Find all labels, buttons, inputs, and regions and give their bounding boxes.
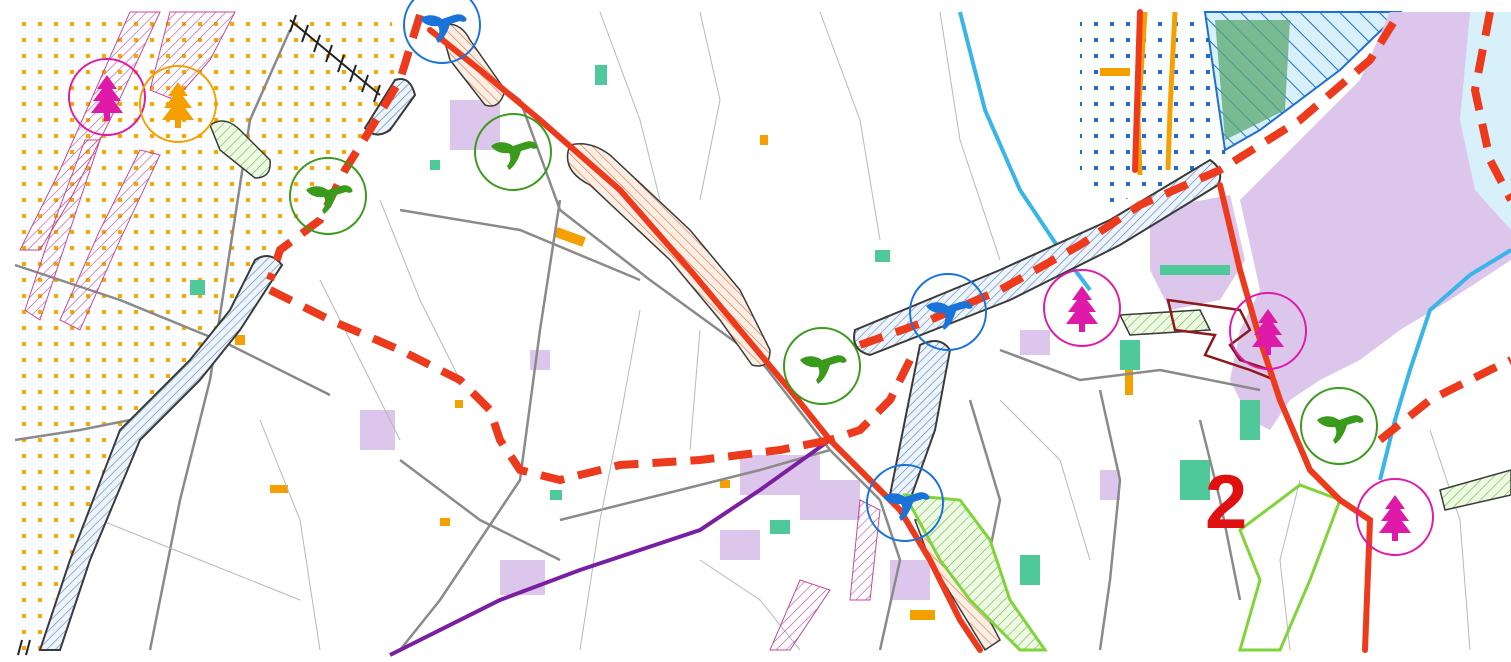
red-solid-corridors [427,9,1374,653]
orange-line-north-2 [1165,11,1178,171]
magenta-tree-icon [1229,292,1307,370]
teal-patches [190,65,1260,585]
road-network [14,29,1261,651]
green-core-zone [1215,20,1290,140]
purple-route [389,438,832,657]
orange-small-marks [235,68,1133,620]
zone-label: 2 [1205,460,1247,545]
green-goose-icon [783,327,861,405]
blue-goose-icon [909,273,987,351]
green-hatched-patches [209,120,1511,511]
green-outlined-site-east [1238,483,1342,652]
orange-dotted-zone [15,12,398,650]
orange-tree-icon [139,65,217,143]
magenta-tree-icon [1043,269,1121,347]
lavender-builtup-east [1230,12,1511,430]
railway-ticks [17,14,381,656]
field-boundaries [99,11,1471,651]
green-goose-icon [474,113,552,191]
green-outlined-site [902,493,1048,652]
map-symbols [68,0,1434,556]
blue-goose-icon [403,0,481,64]
magenta-tree-icon [68,58,146,136]
green-goose-icon [1300,387,1378,465]
blue-dotted-zone [1080,12,1230,210]
magenta-tree-icon [1356,478,1434,556]
blue-goose-icon [866,464,944,542]
lavender-builtup-block [1150,195,1245,310]
lavender-patches [360,100,1120,600]
green-goose-icon [289,157,367,235]
